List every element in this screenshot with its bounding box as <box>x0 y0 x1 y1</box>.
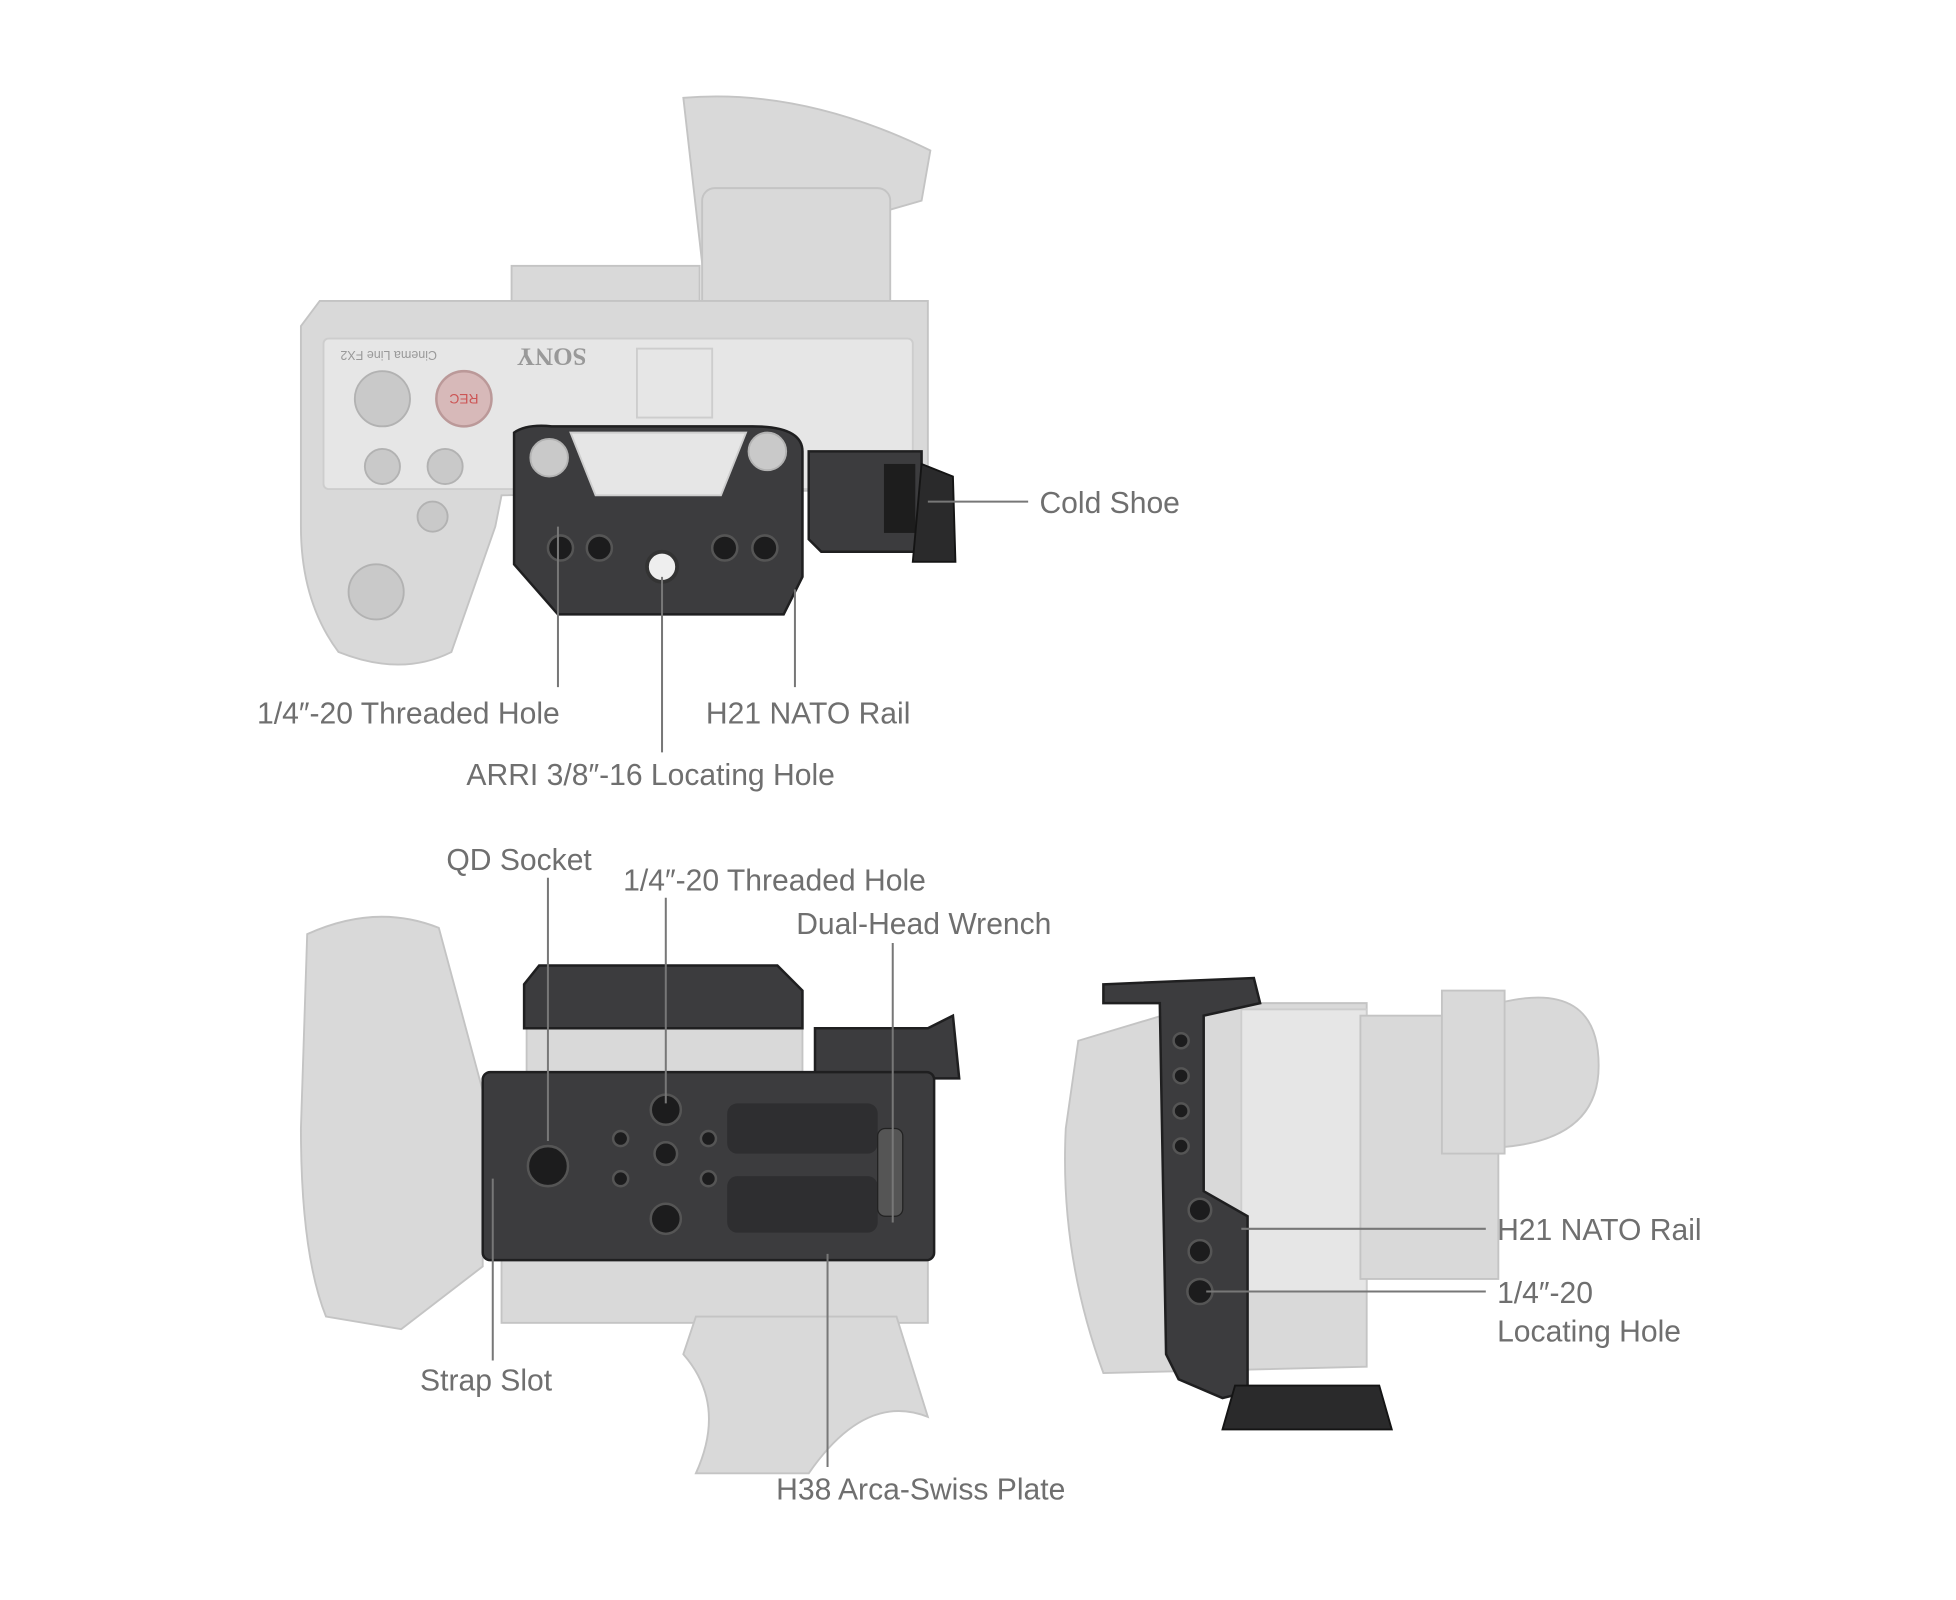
label-locating-hole-line2: Locating Hole <box>1497 1316 1681 1349</box>
label-wrench: Dual-Head Wrench <box>796 908 1051 941</box>
top-view-cage <box>512 424 957 616</box>
label-arri-hole: ARRI 3/8″-16 Locating Hole <box>466 759 834 792</box>
side-view-cage <box>1102 976 1394 1431</box>
label-arca-plate: H38 Arca-Swiss Plate <box>776 1474 1065 1507</box>
side-view-camera <box>1064 989 1600 1374</box>
label-qd-socket: QD Socket <box>446 844 592 877</box>
label-cold-shoe: Cold Shoe <box>1039 487 1179 520</box>
label-nato-rail-top: H21 NATO Rail <box>706 698 910 731</box>
sony-logo: SONY <box>517 343 587 370</box>
label-nato-rail-side: H21 NATO Rail <box>1497 1214 1701 1247</box>
label-strap-slot: Strap Slot <box>420 1365 553 1398</box>
model-name: Cinema Line FX2 <box>340 348 437 362</box>
bottom-view-cage <box>481 964 961 1262</box>
label-locating-hole-line1: 1/4″-20 <box>1497 1277 1593 1310</box>
rec-mark: REC <box>449 391 478 406</box>
label-threaded-hole-bottom: 1/4″-20 Threaded Hole <box>623 864 926 897</box>
label-threaded-hole-top: 1/4″-20 Threaded Hole <box>257 698 560 731</box>
